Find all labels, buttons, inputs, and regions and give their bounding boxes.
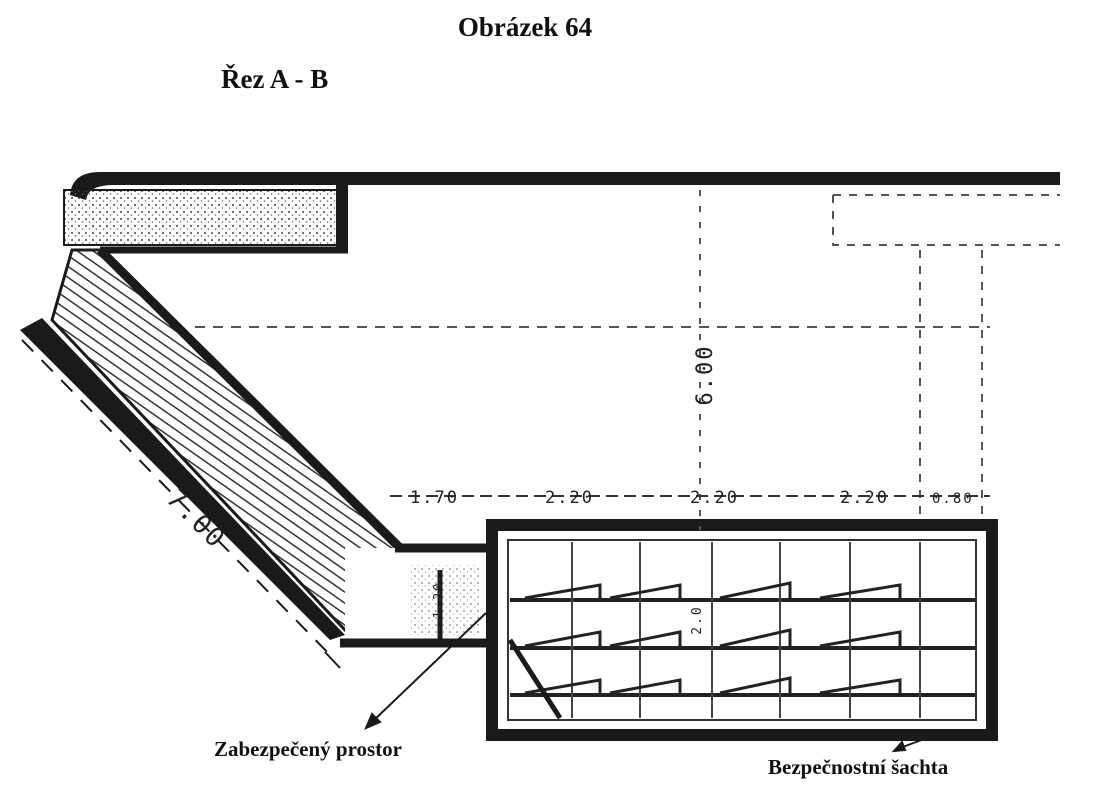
section-title: Řez A - B xyxy=(221,64,329,94)
dim-bench: 2.0 xyxy=(690,605,705,634)
reference-lines xyxy=(195,190,1060,530)
dim-end: 0.80 xyxy=(932,491,974,507)
label-protected-space: Zabezpečený prostor xyxy=(214,737,403,761)
figure-title: Obrázek 64 xyxy=(457,12,593,42)
dim-landing: 1.70 xyxy=(410,488,459,508)
entry-passage xyxy=(340,543,495,648)
shelter-room xyxy=(486,519,998,741)
dim-bay-3: 2.20 xyxy=(840,488,889,508)
dim-bay-2: 2.20 xyxy=(690,488,739,508)
label-safety-shaft: Bezpečnostní šachta xyxy=(768,755,949,779)
inclined-stair xyxy=(20,246,404,669)
dim-height: 6.00 xyxy=(693,345,718,406)
ground-surface xyxy=(63,172,1060,254)
pointer-arrows xyxy=(364,612,936,753)
dim-passage: 1.20 xyxy=(431,582,445,619)
dim-bay-1: 2.20 xyxy=(545,488,594,508)
